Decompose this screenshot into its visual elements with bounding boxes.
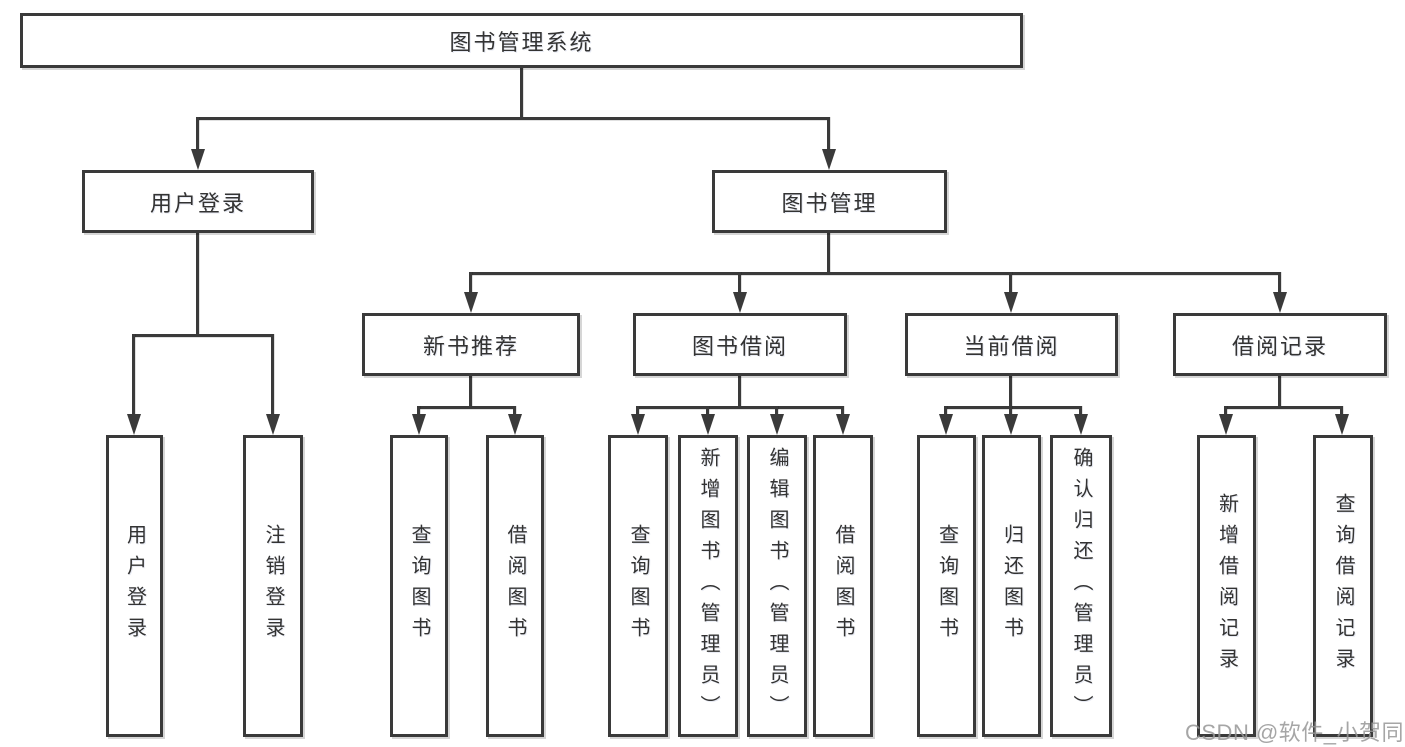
node-leaf-cb-confirm-return: 确认归还（管理员） bbox=[1050, 435, 1112, 737]
connector-line bbox=[738, 376, 741, 408]
connector-line bbox=[827, 117, 830, 152]
arrow-down-icon bbox=[939, 414, 953, 435]
connector-line bbox=[944, 406, 947, 417]
node-borrow-records-label: 借阅记录 bbox=[1231, 333, 1328, 359]
connector-line bbox=[1079, 406, 1082, 417]
node-new-book-rec: 新书推荐 bbox=[362, 313, 580, 376]
connector-line bbox=[775, 406, 778, 417]
connector-line bbox=[417, 406, 420, 417]
node-borrow-records: 借阅记录 bbox=[1173, 313, 1387, 376]
arrow-down-icon bbox=[733, 292, 747, 313]
node-leaf-rec-borrow-book: 借阅图书 bbox=[486, 435, 544, 737]
node-leaf-bb-borrow-book: 借阅图书 bbox=[813, 435, 873, 737]
csdn-watermark: CSDN @软件_小贺同学 bbox=[1185, 720, 1405, 745]
connector-line bbox=[520, 68, 523, 119]
node-leaf-bb-borrow-book-label: 借阅图书 bbox=[832, 524, 854, 648]
node-leaf-rec-borrow-book-label: 借阅图书 bbox=[504, 524, 526, 648]
node-root: 图书管理系统 bbox=[20, 13, 1023, 68]
node-leaf-bb-query-book-label: 查询图书 bbox=[627, 524, 649, 648]
connector-line bbox=[706, 406, 709, 417]
node-leaf-cb-confirm-return-label: 确认归还（管理员） bbox=[1070, 446, 1092, 726]
node-leaf-cb-return-book: 归还图书 bbox=[982, 435, 1041, 737]
node-leaf-cb-query-book-label: 查询图书 bbox=[935, 524, 958, 648]
arrow-down-icon bbox=[701, 414, 715, 435]
node-book-mgmt: 图书管理 bbox=[712, 170, 947, 233]
node-book-borrow: 图书借阅 bbox=[633, 313, 847, 376]
connector-line bbox=[196, 233, 199, 336]
connector-line bbox=[132, 334, 274, 337]
arrow-down-icon bbox=[770, 414, 784, 435]
node-leaf-cb-query-book: 查询图书 bbox=[917, 435, 976, 737]
connector-line bbox=[1224, 406, 1343, 409]
node-new-book-rec-label: 新书推荐 bbox=[422, 333, 519, 359]
connector-line bbox=[738, 272, 741, 294]
arrow-down-icon bbox=[1273, 292, 1287, 313]
node-book-borrow-label: 图书借阅 bbox=[691, 333, 788, 359]
arrow-down-icon bbox=[631, 414, 645, 435]
connector-line bbox=[841, 406, 844, 417]
arrow-down-icon bbox=[266, 414, 280, 435]
connector-line bbox=[1009, 376, 1012, 408]
connector-line bbox=[196, 117, 199, 152]
node-leaf-bb-add-book-label: 新增图书（管理员） bbox=[697, 446, 719, 726]
node-leaf-br-add-record-label: 新增借阅记录 bbox=[1215, 493, 1238, 679]
arrow-down-icon bbox=[836, 414, 850, 435]
connector-line bbox=[513, 406, 516, 417]
arrow-down-icon bbox=[412, 414, 426, 435]
node-current-borrow-label: 当前借阅 bbox=[963, 333, 1060, 359]
connector-line bbox=[827, 233, 830, 274]
node-leaf-user-login: 用户登录 bbox=[106, 435, 163, 737]
node-leaf-logout: 注销登录 bbox=[243, 435, 303, 737]
arrow-down-icon bbox=[464, 292, 478, 313]
arrow-down-icon bbox=[1335, 414, 1349, 435]
arrow-down-icon bbox=[1004, 414, 1018, 435]
node-leaf-bb-query-book: 查询图书 bbox=[608, 435, 668, 737]
arrow-down-icon bbox=[1074, 414, 1088, 435]
connector-line bbox=[1340, 406, 1343, 417]
node-leaf-user-login-label: 用户登录 bbox=[123, 524, 146, 648]
node-leaf-br-query-record: 查询借阅记录 bbox=[1313, 435, 1373, 737]
connector-line bbox=[1278, 376, 1281, 408]
connector-line bbox=[1009, 406, 1012, 417]
node-leaf-bb-add-book: 新增图书（管理员） bbox=[678, 435, 738, 737]
arrow-down-icon bbox=[822, 149, 836, 170]
connector-line bbox=[417, 406, 516, 409]
node-user-login: 用户登录 bbox=[82, 170, 314, 233]
node-leaf-rec-query-book-label: 查询图书 bbox=[408, 524, 430, 648]
connector-line bbox=[1278, 272, 1281, 294]
node-book-mgmt-label: 图书管理 bbox=[781, 190, 878, 216]
node-user-login-label: 用户登录 bbox=[149, 190, 246, 216]
node-leaf-bb-edit-book: 编辑图书（管理员） bbox=[747, 435, 807, 737]
arrow-down-icon bbox=[1219, 414, 1233, 435]
connector-line bbox=[271, 334, 274, 417]
node-leaf-br-add-record: 新增借阅记录 bbox=[1197, 435, 1256, 737]
node-leaf-bb-edit-book-label: 编辑图书（管理员） bbox=[766, 446, 788, 726]
node-current-borrow: 当前借阅 bbox=[905, 313, 1118, 376]
connector-line bbox=[196, 117, 830, 120]
connector-line bbox=[132, 334, 135, 417]
connector-line bbox=[636, 406, 844, 409]
connector-line bbox=[469, 272, 472, 294]
connector-line bbox=[469, 376, 472, 408]
node-leaf-logout-label: 注销登录 bbox=[262, 524, 284, 648]
connector-line bbox=[469, 272, 1281, 275]
connector-line bbox=[1224, 406, 1227, 417]
arrow-down-icon bbox=[191, 149, 205, 170]
arrow-down-icon bbox=[127, 414, 141, 435]
node-leaf-br-query-record-label: 查询借阅记录 bbox=[1332, 493, 1354, 679]
node-root-label: 图书管理系统 bbox=[449, 29, 594, 55]
node-leaf-rec-query-book: 查询图书 bbox=[390, 435, 448, 737]
node-leaf-cb-return-book-label: 归还图书 bbox=[1000, 524, 1023, 648]
arrow-down-icon bbox=[508, 414, 522, 435]
arrow-down-icon bbox=[1004, 292, 1018, 313]
connector-line bbox=[944, 406, 1082, 409]
connector-line bbox=[636, 406, 639, 417]
connector-line bbox=[1009, 272, 1012, 294]
